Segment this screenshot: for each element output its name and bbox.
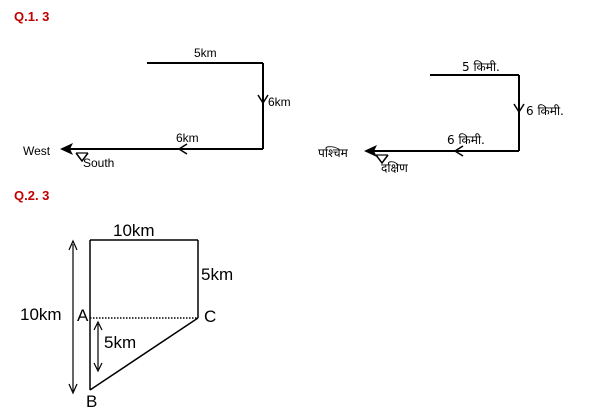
q2-top-length-label: 10km [113,221,155,240]
q2-shape-diagram: 10km 5km 10km 5km A B C [20,221,233,411]
south-arrow-icon [75,152,89,163]
q1-west-label: West [23,144,51,158]
q1-hindi-west-label: पश्चिम [318,146,349,160]
question-2-label: Q.2. 3 [14,188,49,203]
dimension-arrow-down-icon [68,383,78,395]
q1-hindi-south-label: दक्षिण [381,161,408,175]
q1-right-distance-label: 6km [268,95,291,109]
q1-south-label: South [83,156,114,170]
q2-inner-length-label: 5km [104,333,136,352]
hindi-south-arrow-icon [375,154,389,165]
q1-hindi-top-distance-label: 5 किमी. [462,60,500,74]
inner-arrow-down-icon [93,362,103,373]
shape-diagonal-edge [89,317,199,391]
dimension-arrow-up-icon [68,239,78,251]
point-b-label: B [86,392,97,411]
point-a-label: A [77,306,89,325]
q1-hindi-bottom-distance-label: 6 किमी. [447,133,485,147]
hindi-west-arrowhead-icon [364,145,377,157]
q1-bottom-distance-label: 6km [176,131,199,145]
q1-hindi-right-distance-label: 6 किमी. [526,104,564,118]
q1-english-path-diagram: 5km 6km 6km West South [23,46,291,170]
hindi-arrow-left-icon [453,145,464,157]
question-1-label: Q.1. 3 [14,9,49,24]
arrow-left-icon [177,143,188,155]
west-arrowhead-icon [60,143,73,155]
q1-hindi-path-diagram: 5 किमी. 6 किमी. 6 किमी. पश्चिम दक्षिण [318,60,564,175]
point-c-label: C [204,307,216,326]
hindi-arrow-down-icon [513,103,525,114]
inner-arrow-up-icon [93,320,103,331]
q2-left-height-label: 10km [20,305,62,324]
q1-top-distance-label: 5km [194,46,217,60]
q2-right-length-label: 5km [201,265,233,284]
arrow-down-icon [257,94,269,105]
